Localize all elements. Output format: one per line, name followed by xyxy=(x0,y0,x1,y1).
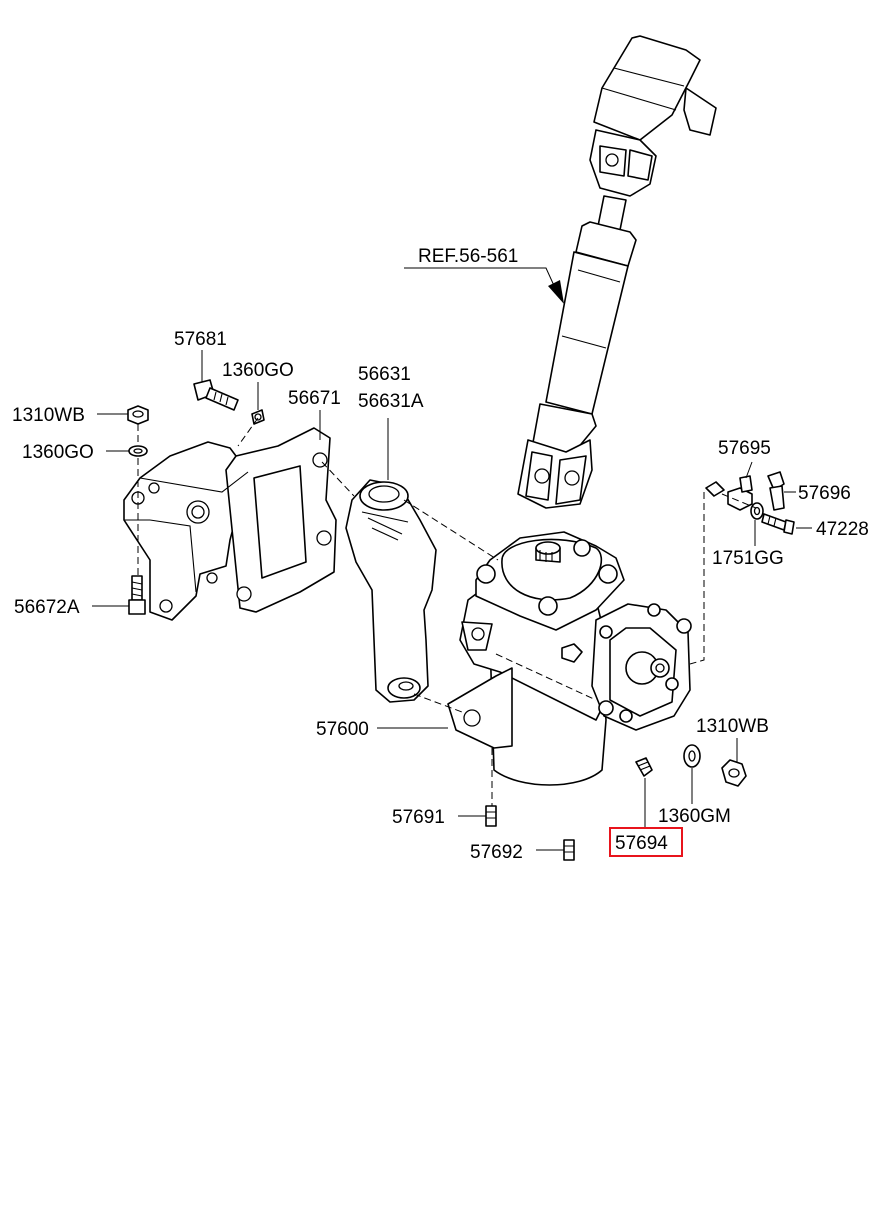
pitman-arm xyxy=(345,479,437,703)
washer-1360gm xyxy=(683,744,701,768)
nut-1310wb-left xyxy=(127,405,149,425)
ref-label: REF.56-561 xyxy=(418,246,518,267)
label-57695: 57695 xyxy=(718,438,771,459)
label-1751gg: 1751GG xyxy=(712,548,784,569)
seal-ring-right xyxy=(705,481,725,497)
label-57696: 57696 xyxy=(798,483,851,504)
label-1310wb-left: 1310WB xyxy=(12,405,85,426)
fitting-57694 xyxy=(635,757,653,777)
label-47228: 47228 xyxy=(816,519,869,540)
label-57691: 57691 xyxy=(392,807,445,828)
highlight-box xyxy=(609,827,683,857)
label-56672a: 56672A xyxy=(14,597,80,618)
fitting-57692 xyxy=(563,839,575,861)
fitting-57695 xyxy=(727,475,753,511)
label-57600: 57600 xyxy=(316,719,369,740)
assembly-lines xyxy=(137,417,757,806)
steering-shaft xyxy=(517,35,717,509)
fitting-57696 xyxy=(767,471,785,511)
washer-1360go-left xyxy=(128,445,148,457)
steering-gear-box xyxy=(447,531,692,786)
fitting-57691 xyxy=(485,805,497,827)
label-57681: 57681 xyxy=(174,329,227,350)
leader-lines xyxy=(92,350,812,851)
label-1360go-left: 1360GO xyxy=(22,442,94,463)
label-57694: 57694 xyxy=(615,833,668,854)
washer-1360go-upper xyxy=(251,409,265,425)
ref-callout: REF.56-561 xyxy=(404,246,564,304)
label-57692: 57692 xyxy=(470,842,523,863)
label-56631a: 56631A xyxy=(358,391,424,412)
washer-1751gg xyxy=(750,502,764,520)
label-56631: 56631 xyxy=(358,364,411,385)
part-labels: 57681 1360GO 1310WB 1360GO 56671 56631 5… xyxy=(12,329,869,863)
bolt-57681 xyxy=(193,379,239,411)
bolt-56672a xyxy=(128,575,146,615)
mounting-bracket xyxy=(123,427,337,621)
label-1360gm: 1360GM xyxy=(658,806,731,827)
nut-1310wb-right xyxy=(721,759,747,787)
label-1310wb-right: 1310WB xyxy=(696,716,769,737)
bolt-47228 xyxy=(761,513,795,535)
label-1360go-upper: 1360GO xyxy=(222,360,294,381)
label-56671: 56671 xyxy=(288,388,341,409)
